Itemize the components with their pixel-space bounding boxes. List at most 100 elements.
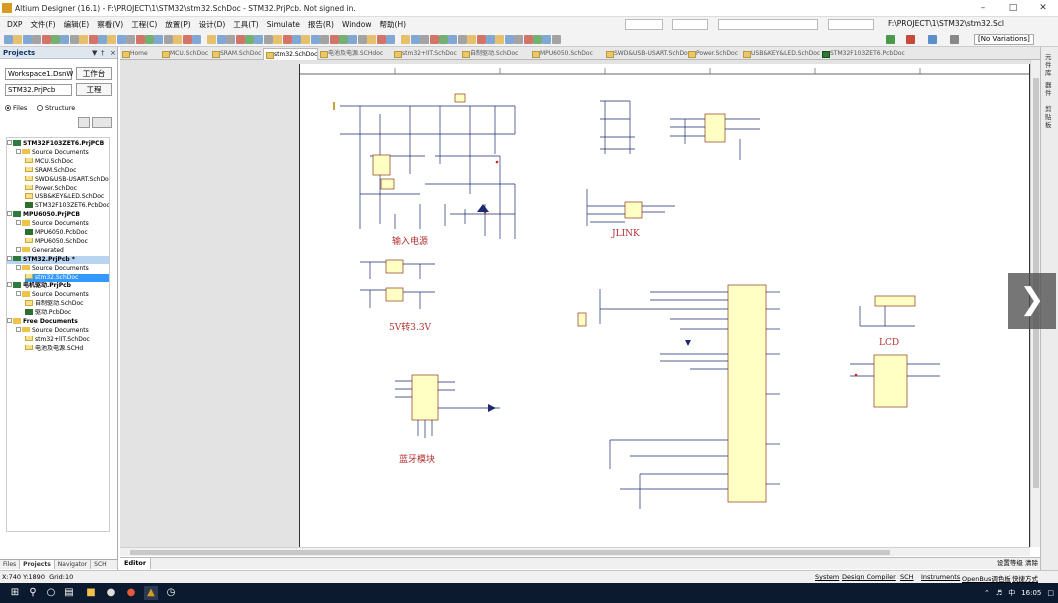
- doc-tab[interactable]: MPU6050.SchDoc: [530, 48, 593, 60]
- toolbar-icon[interactable]: [292, 35, 301, 44]
- toolbar-icon[interactable]: [192, 35, 201, 44]
- toolbar-icon[interactable]: [486, 35, 495, 44]
- tree-item[interactable]: MPU6050.PrjPCB: [7, 211, 109, 219]
- filter-combo-1[interactable]: [625, 19, 663, 30]
- toolbar-icon[interactable]: [367, 35, 377, 44]
- toolbar-icon[interactable]: [886, 35, 895, 44]
- toolbar-icon[interactable]: [514, 35, 524, 44]
- menu-help[interactable]: 帮助(H): [379, 20, 407, 29]
- toolbar-icon[interactable]: [4, 35, 13, 44]
- tree-item[interactable]: MPU6050.SchDoc: [25, 237, 109, 246]
- toolbar-icon[interactable]: [245, 35, 254, 44]
- collapse-icon[interactable]: [7, 140, 12, 145]
- toolbar-icon[interactable]: [495, 35, 505, 44]
- status-sch[interactable]: SCH: [900, 573, 914, 581]
- strip-libraries[interactable]: 元件库: [1045, 53, 1052, 77]
- toolbar-icon[interactable]: [329, 35, 339, 44]
- toolbar-icon[interactable]: [420, 35, 430, 44]
- toolbar-icon[interactable]: [448, 35, 458, 44]
- minimize-button[interactable]: –: [980, 3, 986, 13]
- notification-icon[interactable]: □: [1047, 589, 1054, 597]
- task-view-icon[interactable]: ▤: [64, 587, 74, 598]
- tree-item[interactable]: Source Documents: [16, 326, 109, 335]
- toolbar-icon[interactable]: [173, 35, 183, 44]
- toolbar-icon[interactable]: [301, 35, 311, 44]
- toolbar-icon[interactable]: [107, 35, 117, 44]
- tree-item[interactable]: 电机驱动.PrjPcb: [7, 282, 109, 290]
- status-system[interactable]: System: [815, 573, 840, 581]
- tray-chevron-icon[interactable]: ⌃: [984, 589, 990, 597]
- expand-icon[interactable]: [16, 246, 21, 252]
- filter-combo-2[interactable]: [672, 19, 708, 30]
- toolbar-icon[interactable]: [320, 35, 330, 44]
- project-button[interactable]: 工程: [76, 83, 112, 96]
- toolbar-icon[interactable]: [348, 35, 358, 44]
- status-shortcuts[interactable]: 快捷方式: [1012, 575, 1038, 583]
- collapse-icon[interactable]: [7, 255, 12, 261]
- toolbar-icon[interactable]: [533, 35, 542, 44]
- toolbar-icon[interactable]: [254, 35, 264, 44]
- toolbar-icon[interactable]: [282, 35, 292, 44]
- status-instruments[interactable]: Instruments: [921, 573, 961, 581]
- toolbar-icon[interactable]: [273, 35, 283, 44]
- cortana-icon[interactable]: ○: [46, 587, 56, 598]
- menu-place[interactable]: 放置(P): [165, 20, 191, 29]
- toolbar-icon[interactable]: [126, 35, 136, 44]
- doc-tab[interactable]: Power.SchDoc: [686, 48, 738, 60]
- doc-tab[interactable]: Home: [120, 48, 148, 60]
- tab-files[interactable]: Files: [0, 560, 21, 569]
- toolbar-icon[interactable]: [226, 35, 236, 44]
- toolbar-icon[interactable]: [310, 35, 320, 44]
- tree-item[interactable]: Source Documents: [16, 291, 109, 299]
- toolbar-icon[interactable]: [13, 35, 23, 44]
- toolbar-icon[interactable]: [429, 35, 439, 44]
- toolbar-icon[interactable]: [410, 35, 420, 44]
- menu-file[interactable]: 文件(F): [30, 20, 56, 29]
- schematic-sheet[interactable]: 输入电源 JLINK 5V转3.3V LCD 蓝牙模块: [299, 64, 1031, 547]
- tree-item[interactable]: STM32F103ZET6.PrjPCB: [7, 140, 109, 148]
- workspace-select[interactable]: Workspace1.DsnW: [5, 68, 73, 80]
- doc-tab[interactable]: 电池及电源.SCHdoc: [318, 48, 383, 60]
- tree-item[interactable]: Power.SchDoc: [25, 184, 109, 193]
- toolbar-icon[interactable]: [386, 35, 395, 44]
- toolbar-icon[interactable]: [551, 35, 561, 44]
- start-icon[interactable]: ⊞: [10, 587, 20, 598]
- collapse-icon[interactable]: [16, 220, 21, 226]
- collapse-icon[interactable]: [16, 264, 21, 270]
- refresh-icon[interactable]: [78, 117, 90, 128]
- clock[interactable]: 16:05: [1021, 589, 1042, 597]
- toolbar-icon[interactable]: [88, 35, 98, 44]
- toolbar-icon[interactable]: [32, 35, 42, 44]
- tab-navigator[interactable]: Navigator: [55, 560, 92, 569]
- toolbar-icon[interactable]: [504, 35, 514, 44]
- project-select[interactable]: STM32.PrjPcb: [5, 84, 72, 96]
- filter-combo-3[interactable]: [718, 19, 818, 30]
- menu-window[interactable]: Window: [341, 20, 372, 29]
- tree-item[interactable]: SRAM.SchDoc: [25, 166, 109, 175]
- tree-item[interactable]: Free Documents: [7, 318, 109, 326]
- toolbar-icon[interactable]: [339, 35, 348, 44]
- app-icon-2[interactable]: ◷: [166, 587, 176, 598]
- volume-icon[interactable]: ♬: [995, 589, 1003, 597]
- tree-item[interactable]: Source Documents: [16, 148, 109, 157]
- toolbar-icon[interactable]: [523, 35, 533, 44]
- toolbar-icon[interactable]: [376, 35, 386, 44]
- toolbar-icon[interactable]: [216, 35, 226, 44]
- toolbar-icon[interactable]: [60, 35, 70, 44]
- doc-tab[interactable]: STM32F103ZET6.PcbDoc: [820, 48, 905, 60]
- maximize-button[interactable]: □: [1008, 3, 1018, 13]
- tree-item[interactable]: Generated: [16, 246, 109, 255]
- toolbar-icon[interactable]: [182, 35, 192, 44]
- tree-item[interactable]: Source Documents: [16, 220, 109, 228]
- toolbar-icon[interactable]: [163, 35, 173, 44]
- tree-item[interactable]: Source Documents: [16, 264, 109, 273]
- tree-item[interactable]: stm32+lIT.SchDoc: [25, 335, 109, 344]
- tab-sch-filter[interactable]: SCH Filter: [91, 560, 118, 577]
- radio-files-dot[interactable]: [5, 105, 11, 111]
- doc-tab[interactable]: 自制驱动.SchDoc: [460, 48, 518, 60]
- doc-tab[interactable]: stm32.SchDoc: [263, 48, 319, 60]
- clear-button[interactable]: 清除: [1025, 559, 1038, 567]
- toolbar-icon[interactable]: [41, 35, 51, 44]
- menu-project[interactable]: 工程(C): [131, 20, 158, 29]
- toolbar-icon[interactable]: [263, 35, 273, 44]
